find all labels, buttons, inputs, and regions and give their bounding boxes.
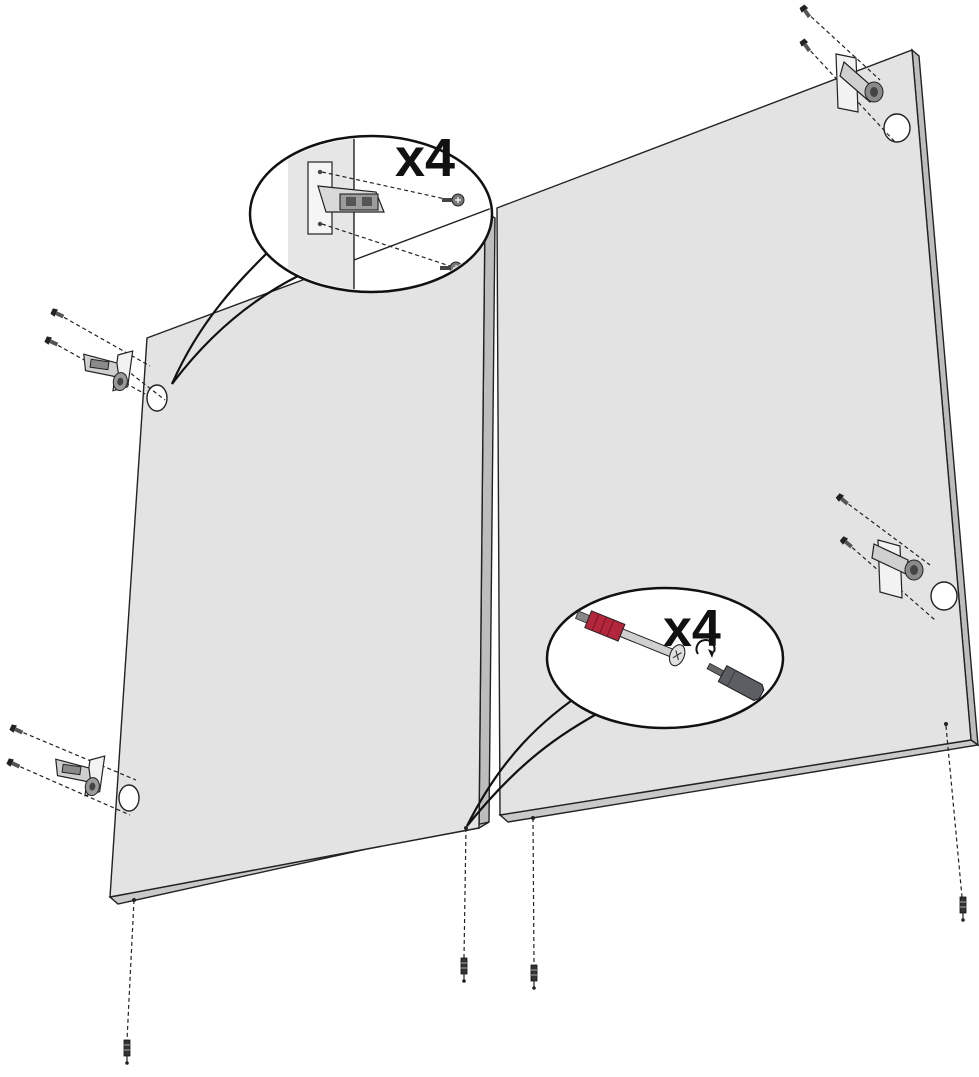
dowel-hole	[531, 816, 535, 820]
callout-leader	[170, 251, 269, 385]
callout-bubble	[248, 134, 494, 294]
cam-dowel-icon	[575, 610, 686, 667]
screw-icon	[798, 3, 813, 20]
dowel-hole	[464, 826, 468, 830]
cam-dowel-detail-callout: x4	[466, 586, 785, 827]
hinge-cup-hole	[883, 113, 911, 143]
callout-leader	[466, 711, 601, 827]
screw-icon	[798, 37, 813, 54]
peg-icon	[530, 964, 538, 991]
hinge-detail-callout: x4	[170, 128, 494, 385]
cam-dowel-quantity-label: x4	[663, 600, 721, 658]
dowel-hole	[132, 898, 136, 902]
rotate-arrow-icon	[695, 639, 716, 658]
hinge-icon	[835, 53, 884, 113]
peg-icon	[460, 957, 468, 984]
callout-leader	[171, 274, 301, 385]
screw-icon	[49, 307, 66, 321]
hinge-cup-hole	[146, 384, 168, 412]
peg-icon	[123, 1039, 131, 1066]
left-panel-face	[109, 210, 486, 898]
dowel-hole	[944, 722, 948, 726]
screw-icon	[8, 723, 25, 737]
hinge-cup-hole	[930, 581, 958, 611]
peg-icon	[959, 896, 967, 923]
left-upper-hinge-assembly	[43, 307, 166, 401]
right-lower-hinge-assembly	[835, 492, 936, 621]
hinge-icon	[50, 748, 106, 799]
hinge-quantity-label: x4	[395, 128, 455, 188]
left-lower-hinge-assembly	[5, 723, 137, 816]
left-door-panel	[108, 210, 496, 905]
screw-icon	[442, 193, 465, 207]
hinge-icon	[78, 343, 134, 394]
screw-icon	[43, 335, 60, 349]
hinge-cup-hole	[118, 784, 140, 812]
bottom-pegs	[123, 722, 967, 1066]
screw-icon	[5, 757, 22, 771]
right-upper-hinge-assembly	[798, 3, 896, 143]
screwdriver-icon	[706, 662, 765, 701]
hinge-icon	[871, 539, 924, 599]
